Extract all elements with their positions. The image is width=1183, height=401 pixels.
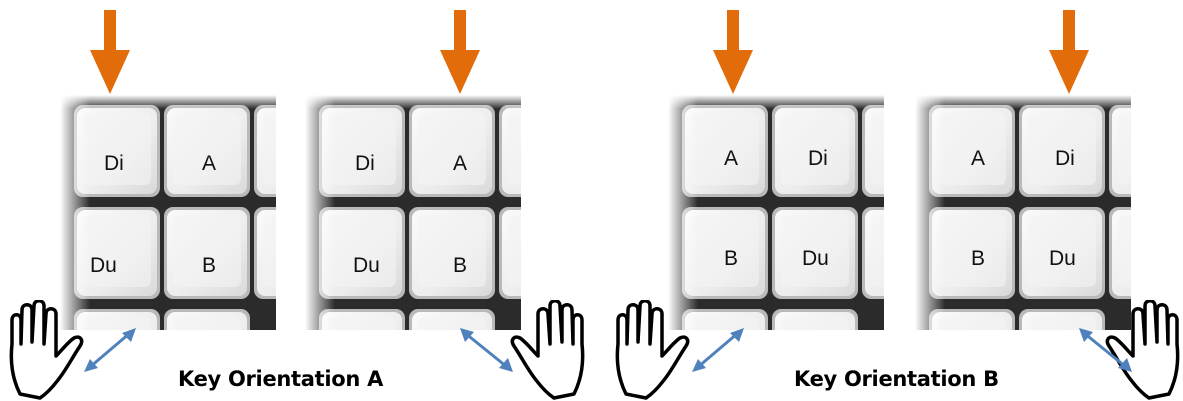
keyboard-image: Di A Du B <box>305 95 521 330</box>
keyboard-panel-a1: Di A Du B <box>60 95 276 330</box>
caption-orientation-b: Key Orientation B <box>794 367 999 391</box>
keyboard-image: A Di B Du <box>915 95 1131 330</box>
key-bottom-right: B <box>453 254 467 277</box>
key-bottom-right: B <box>202 254 216 277</box>
key-top-right: Di <box>808 147 828 170</box>
key-top-left: A <box>971 147 985 170</box>
down-arrow-icon <box>440 10 480 94</box>
keyboard-panel-b1: A Di B Du <box>668 95 884 330</box>
key-top-right: A <box>453 152 467 175</box>
double-arrow-icon <box>460 328 513 372</box>
caption-orientation-a: Key Orientation A <box>178 367 384 391</box>
keyboard-panel-a2: Di A Du B <box>305 95 521 330</box>
double-arrow-icon <box>1079 328 1132 372</box>
down-arrow-icon <box>90 10 130 94</box>
key-bottom-right: Du <box>802 247 829 270</box>
down-arrow-icon <box>1049 10 1089 94</box>
key-bottom-right: Du <box>1049 247 1076 270</box>
hand-icon <box>510 300 585 400</box>
key-bottom-left: Du <box>90 254 117 277</box>
key-bottom-left: Du <box>353 254 380 277</box>
down-arrow-icon <box>713 10 753 94</box>
hand-icon <box>615 300 690 400</box>
key-top-right: A <box>202 152 216 175</box>
key-top-left: A <box>724 147 738 170</box>
hand-icon <box>9 300 84 400</box>
keyboard-image: Di A Du B <box>60 95 276 330</box>
double-arrow-icon <box>692 328 744 372</box>
keyboard-panel-b2: A Di B Du <box>915 95 1131 330</box>
key-top-left: Di <box>104 152 124 175</box>
double-arrow-icon <box>84 328 136 372</box>
key-top-right: Di <box>1055 147 1075 170</box>
key-top-left: Di <box>355 152 375 175</box>
key-bottom-left: B <box>724 247 738 270</box>
keyboard-image: A Di B Du <box>668 95 884 330</box>
key-bottom-left: B <box>971 247 985 270</box>
